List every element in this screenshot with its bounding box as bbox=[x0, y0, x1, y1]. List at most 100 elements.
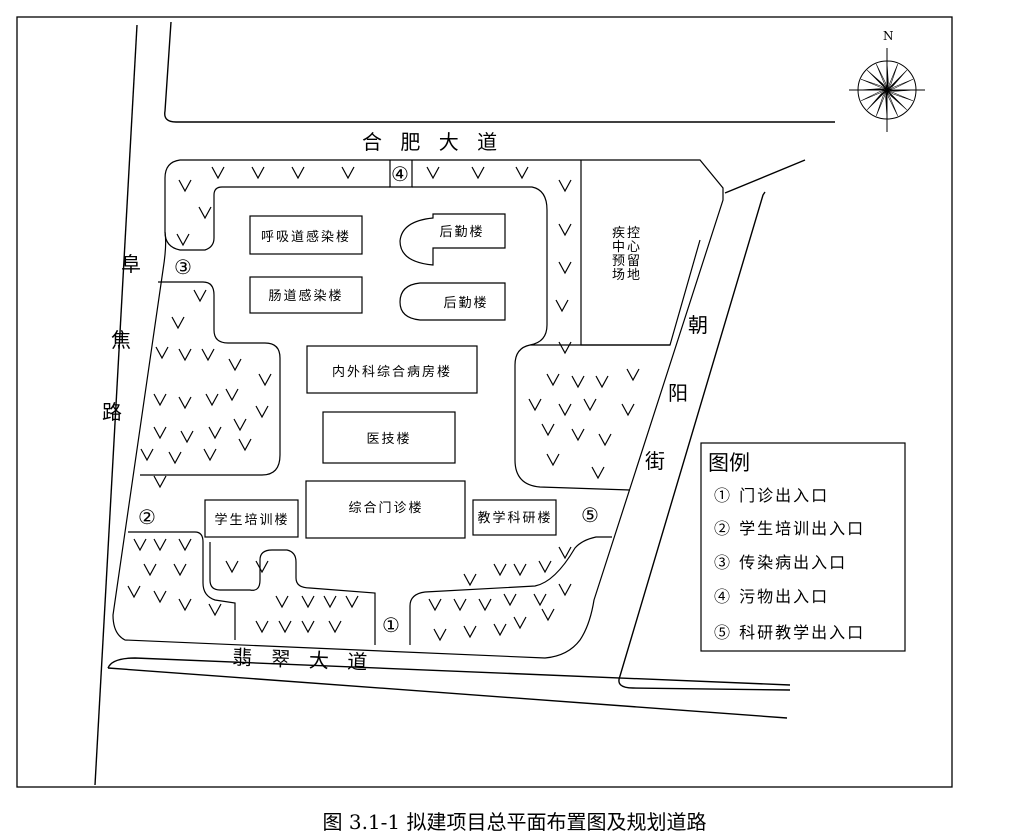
figure-caption: 图 3.1-1 拟建项目总平面布置图及规划道路 bbox=[322, 810, 707, 834]
greenery-mark bbox=[208, 603, 222, 617]
greenery-mark bbox=[255, 620, 269, 634]
greenery-mark bbox=[478, 598, 492, 612]
greenery-mark bbox=[453, 598, 467, 612]
greenery-mark bbox=[528, 398, 542, 412]
greenery-mark bbox=[558, 546, 572, 560]
west-road-right-edge bbox=[164, 21, 835, 123]
greenery-mark bbox=[278, 620, 292, 634]
outpatient-building-label: 综合门诊楼 bbox=[348, 501, 423, 516]
greenery-mark bbox=[595, 375, 609, 389]
compass-blades bbox=[858, 61, 916, 119]
map-frame bbox=[16, 16, 953, 788]
greenery-mark bbox=[228, 358, 242, 372]
greenery-mark bbox=[178, 396, 192, 410]
cdc-reserve-char-4: 心 bbox=[627, 240, 640, 255]
cdc-reserve-label: 疾 控 中 心 预 留 场 地 bbox=[612, 226, 640, 283]
greenery-mark bbox=[238, 438, 252, 452]
greenery-mark bbox=[428, 598, 442, 612]
greenery-mark bbox=[178, 598, 192, 612]
greenery-mark bbox=[558, 223, 572, 237]
entrance-5-marker: ⑤ bbox=[581, 503, 599, 527]
greenery-mark bbox=[463, 625, 477, 639]
greenery-mark bbox=[140, 448, 154, 462]
compass-rose: N bbox=[849, 29, 925, 132]
greenery-mark bbox=[225, 560, 239, 574]
compass-blade bbox=[875, 89, 888, 116]
cdc-reserve-char-6: 留 bbox=[627, 254, 640, 269]
greenery-mark bbox=[558, 261, 572, 275]
south-road-south-edge bbox=[107, 657, 791, 686]
greenery-mark bbox=[203, 448, 217, 462]
west-road-char-2: 焦 bbox=[111, 328, 131, 352]
east-green-inner bbox=[514, 344, 631, 491]
greenery-mark bbox=[275, 595, 289, 609]
greenery-mark bbox=[341, 166, 355, 180]
greenery-mark bbox=[153, 475, 167, 489]
road-lines bbox=[94, 21, 835, 786]
greenery-mark bbox=[251, 166, 265, 180]
east-road-char-1: 朝 bbox=[688, 313, 708, 337]
cdc-reserve-char-5: 预 bbox=[612, 254, 625, 269]
greenery-mark bbox=[258, 373, 272, 387]
greenery-mark bbox=[201, 348, 215, 362]
logistics-building-2-label: 后勤楼 bbox=[443, 296, 488, 311]
cdc-reserve-char-8: 地 bbox=[627, 268, 640, 283]
cdc-reserve-box bbox=[580, 160, 701, 346]
cdc-reserve-char-7: 场 bbox=[612, 268, 625, 283]
entrance-2-marker: ② bbox=[138, 505, 156, 529]
greenery-mark bbox=[155, 346, 169, 360]
legend-box bbox=[700, 442, 906, 652]
south-road-label: 翡 翠 大 道 bbox=[232, 645, 374, 674]
compass-blade bbox=[860, 89, 888, 101]
west-road-char-3: 路 bbox=[102, 400, 122, 424]
s-green-inner bbox=[209, 542, 376, 645]
inpatient-building bbox=[306, 345, 478, 394]
medtech-building bbox=[322, 411, 456, 464]
greenery-mark bbox=[558, 179, 572, 193]
sw-green-inner bbox=[128, 531, 236, 640]
greenery-mark bbox=[328, 620, 342, 634]
compass-blade bbox=[886, 64, 899, 91]
compass-blade bbox=[885, 89, 888, 119]
greenery-mark bbox=[301, 620, 315, 634]
greenery-mark bbox=[345, 595, 359, 609]
greenery-mark bbox=[255, 560, 269, 574]
greenery-mark bbox=[571, 428, 585, 442]
greenery-mark bbox=[198, 206, 212, 220]
training-building-label: 学生培训楼 bbox=[214, 512, 289, 528]
greenery-mark bbox=[463, 573, 477, 587]
greenery-mark bbox=[555, 299, 569, 313]
nw-green-inner bbox=[164, 186, 390, 251]
greenery-mark bbox=[493, 623, 507, 637]
greenery-mark bbox=[558, 583, 572, 597]
greenery-mark bbox=[176, 233, 190, 247]
greenery-mark bbox=[426, 166, 440, 180]
intestinal-building bbox=[249, 276, 363, 314]
respiratory-building bbox=[249, 215, 363, 255]
compass-blade bbox=[886, 89, 898, 117]
greenery-mark bbox=[208, 426, 222, 440]
greenery-marks bbox=[127, 166, 640, 642]
greenery-mark bbox=[127, 585, 141, 599]
greenery-mark bbox=[233, 418, 247, 432]
greenery-mark bbox=[503, 593, 517, 607]
greenery-mark bbox=[621, 403, 635, 417]
greenery-mark bbox=[143, 563, 157, 577]
cdc-reserve-char-2: 控 bbox=[627, 226, 640, 241]
legend-item-1: ① 门诊出入口 bbox=[714, 486, 829, 505]
greenery-mark bbox=[180, 430, 194, 444]
greenery-mark bbox=[178, 348, 192, 362]
logistics-building-1-label: 后勤楼 bbox=[439, 225, 484, 240]
greenery-mark bbox=[571, 375, 585, 389]
compass-blade bbox=[886, 89, 916, 92]
greenery-mark bbox=[591, 466, 605, 480]
research-building-label: 教学科研楼 bbox=[477, 510, 552, 526]
ne-green-inner bbox=[412, 186, 670, 346]
compass-blade bbox=[886, 61, 889, 91]
intestinal-building-label: 肠道感染楼 bbox=[268, 288, 343, 304]
buildings bbox=[204, 213, 557, 539]
site-plan: N 合 肥 大 道 翡 翠 大 道 阜 焦 路 朝 阳 街 呼吸道感染楼 肠道感… bbox=[16, 16, 953, 788]
cdc-reserve-char-3: 中 bbox=[612, 240, 625, 255]
greenery-mark bbox=[168, 451, 182, 465]
greenery-mark bbox=[546, 453, 560, 467]
